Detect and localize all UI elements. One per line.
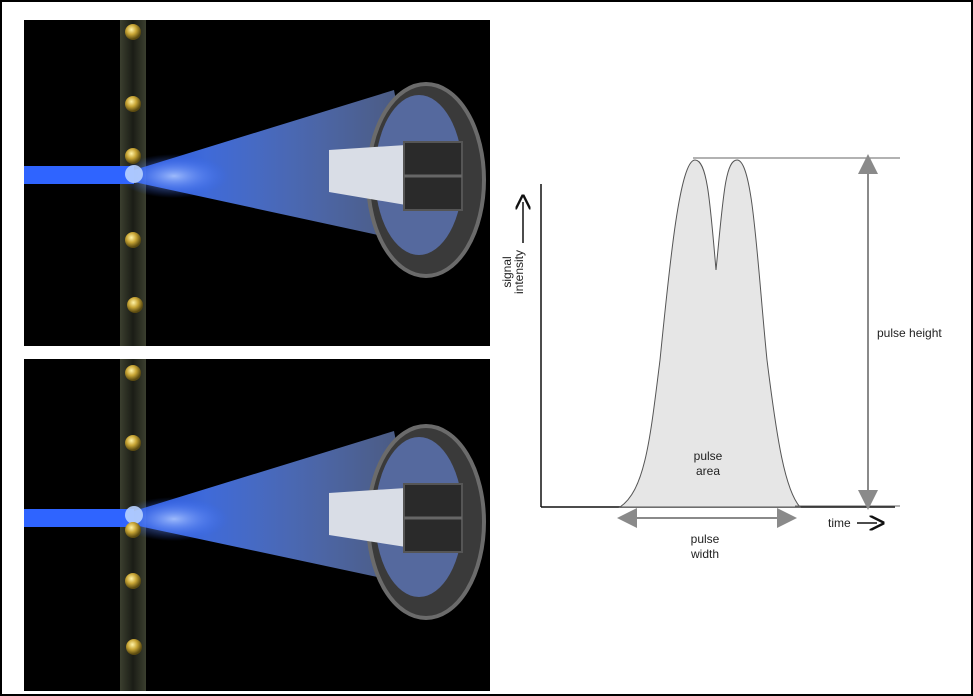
particle: [125, 232, 141, 248]
pulse-width-label-line1: pulse: [691, 532, 720, 546]
particle: [126, 639, 142, 655]
particle-illuminated: [125, 506, 143, 524]
flow-cell-render-top: [24, 20, 490, 346]
pulse-area-label-line1: pulse: [694, 449, 723, 463]
y-axis-label-line2: intensity: [512, 250, 526, 294]
particle: [125, 435, 141, 451]
x-axis-label: time: [828, 516, 851, 530]
scatter-cone: [134, 90, 424, 245]
flow-cell-scene-top: [24, 20, 486, 346]
pulse-diagram: pulse height pulse width pulse area time…: [500, 154, 942, 561]
particle: [125, 148, 141, 164]
laser-beam: [24, 509, 134, 527]
y-axis-label: signal intensity: [500, 250, 526, 294]
particle: [127, 297, 143, 313]
particle: [125, 365, 141, 381]
scatter-glow: [119, 154, 229, 198]
particle: [125, 96, 141, 112]
particle-illuminated: [125, 522, 141, 538]
scatter-cone: [134, 431, 424, 587]
laser-beam: [24, 166, 134, 184]
pulse-area-label-line2: area: [696, 464, 720, 478]
detector-block: [329, 145, 406, 205]
particle: [125, 24, 141, 40]
pulse-width-label-line2: width: [690, 547, 719, 561]
pulse-height-label: pulse height: [877, 326, 942, 340]
particle: [125, 573, 141, 589]
flow-cell-scene-bottom: [24, 359, 486, 691]
detector-block: [329, 488, 406, 547]
y-axis-label-line1: signal: [500, 256, 514, 287]
particle-illuminated: [125, 165, 143, 183]
flow-cell-render-bottom: [24, 359, 490, 691]
pulse-curve: [618, 159, 802, 508]
scatter-glow: [119, 497, 229, 541]
